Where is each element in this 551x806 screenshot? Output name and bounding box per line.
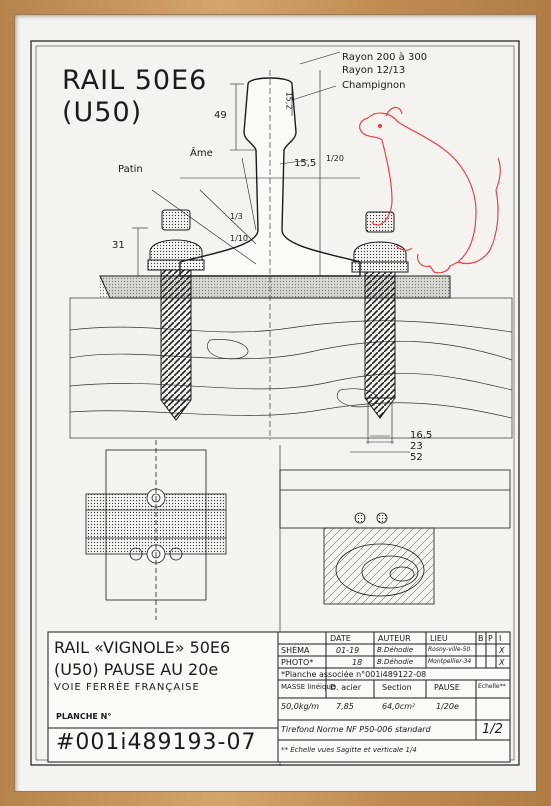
section-view-right — [279, 469, 511, 605]
sleeper-side-view — [69, 297, 513, 439]
planche-label: PLANCHE N° — [56, 712, 112, 721]
row2-label: PHOTO* — [281, 658, 314, 667]
footnote: ** Échelle vues Sagitte et verticale 1/4 — [281, 746, 417, 754]
section-label: Section — [382, 683, 412, 692]
drawing-title-line1: RAIL 50E6 — [62, 65, 208, 96]
row2-date: 18 — [352, 658, 363, 667]
technical-drawing-svg — [30, 40, 520, 766]
left-tirefond — [147, 209, 205, 421]
header-p: P — [488, 634, 493, 643]
label-patin: Patin — [118, 164, 143, 175]
label-ame: Âme — [190, 148, 213, 159]
dim-1-10: 1/10 — [230, 234, 248, 243]
dim-16-5: 16,5 — [410, 430, 433, 441]
drawing-title-line2: (U50) — [62, 97, 143, 128]
label-rayon-200-300: Rayon 200 à 300 — [342, 52, 428, 63]
acier-value: 7,85 — [336, 702, 354, 711]
title-block-grid — [47, 631, 511, 763]
header-auteur: AUTEUR — [378, 634, 411, 643]
row1-lieu: Rosny-ville-50 — [428, 646, 471, 653]
dim-1-3: 1/3 — [230, 212, 243, 221]
pause-value: 1/20e — [436, 702, 459, 711]
planche-number: #001i489193-07 — [56, 730, 257, 755]
dim-52: 52 — [410, 452, 423, 463]
dim-1-20: 1/20 — [326, 154, 344, 163]
masse-value: 50,0kg/m — [281, 702, 320, 711]
norme-text: Tirefond Norme NF P50-006 standard — [281, 725, 431, 734]
cartouche-title-1: RAIL «VIGNOLE» 50E6 — [54, 638, 231, 657]
dimension-lines — [132, 51, 410, 766]
blueprint-drawing: RAIL 50E6 (U50) Rayon 200 à 300 Rayon 12… — [30, 40, 520, 766]
header-i: I — [499, 634, 502, 643]
dim-31: 31 — [112, 240, 125, 251]
row1-auteur: B.Déhodie — [377, 646, 414, 654]
section-value: 64,0cm² — [382, 702, 416, 711]
top-view-left — [85, 440, 227, 620]
dim-23: 23 — [410, 441, 423, 452]
row1-mark: X — [499, 646, 505, 655]
row2-lieu: Montpellier-34 — [428, 658, 472, 665]
cartouche-title-2: (U50) PAUSE AU 20e — [54, 660, 219, 679]
planche-associee: *Planche associée n°001i489122-08 — [281, 670, 427, 679]
dim-15-5: 15,5 — [294, 158, 317, 169]
echelle-label: Echelle** — [478, 683, 506, 690]
masse-label: MASSE linéique — [281, 683, 336, 691]
dim-49: 49 — [214, 110, 227, 121]
header-lieu: LIEU — [430, 634, 448, 643]
row2-auteur: B.Déhodie — [377, 658, 414, 666]
cartouche-subtitle: VOIE FERRÉE FRANÇAISE — [54, 682, 200, 693]
header-b: B — [478, 634, 484, 643]
red-mouse-sketch — [359, 106, 501, 274]
sheet-border — [30, 40, 520, 766]
pause-label: PAUSE — [434, 683, 460, 692]
label-champignon: Champignon — [342, 80, 406, 91]
row1-date: 01-19 — [336, 646, 360, 655]
scale-value: 1/2 — [482, 722, 503, 737]
acier-label: D. acier — [330, 683, 361, 692]
row2-mark: X — [499, 658, 505, 667]
label-rayon-12-13: Rayon 12/13 — [342, 65, 406, 76]
row1-label: SHÉMA — [281, 646, 310, 655]
right-tirefond — [351, 211, 409, 419]
dim-15-2: 15,2 — [284, 91, 294, 110]
header-date: DATE — [330, 634, 351, 643]
